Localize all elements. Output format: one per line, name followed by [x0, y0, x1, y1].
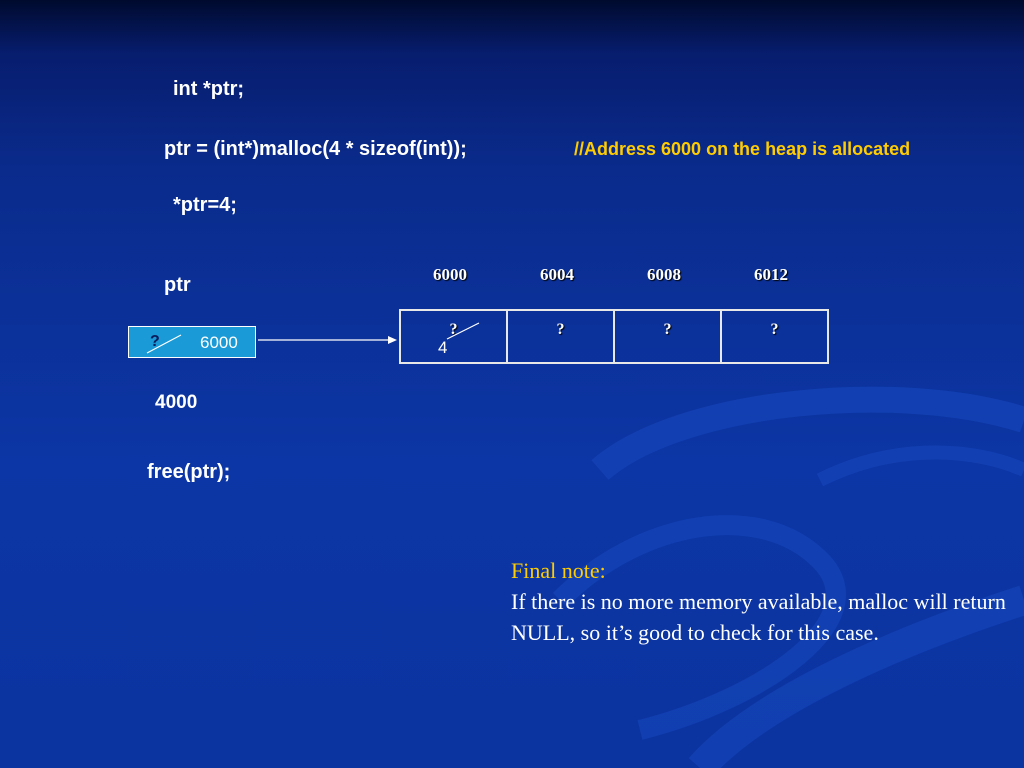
final-note-title: Final note: [511, 558, 606, 583]
arrow-icon [258, 336, 397, 344]
final-note: Final note: If there is no more memory a… [511, 555, 1011, 648]
heap-cell: ? [615, 311, 722, 362]
code-line-malloc: ptr = (int*)malloc(4 * sizeof(int)); [164, 138, 467, 160]
heap-cell-value: ? [770, 321, 779, 338]
pointer-old-value: ? [150, 333, 160, 350]
heap-cell-value: ? [449, 321, 458, 338]
code-line-declare: int *ptr; [173, 78, 245, 100]
heap-address-3: 6012 [754, 265, 788, 284]
final-note-text: If there is no more memory available, ma… [511, 589, 1006, 645]
code-line-free: free(ptr); [147, 461, 231, 483]
heap-address-2: 6008 [647, 265, 681, 284]
strike-icon [146, 334, 182, 354]
heap-cell: ? [722, 311, 827, 362]
pointer-address: 4000 [155, 392, 198, 413]
heap-address-1: 6004 [540, 265, 574, 284]
heap-address-0: 6000 [433, 265, 467, 284]
strike-icon [446, 322, 480, 340]
pointer-label: ptr [164, 274, 191, 296]
heap-cell-value: ? [556, 321, 565, 338]
heap-cell: ? [508, 311, 615, 362]
code-line-assign: *ptr=4; [173, 194, 237, 216]
pointer-box: ? 6000 [128, 326, 256, 358]
code-comment: //Address 6000 on the heap is allocated [574, 139, 911, 159]
heap-cell: ? 4 [401, 311, 508, 362]
heap-cell-value: ? [663, 321, 672, 338]
heap-memory-block: ? 4 ? ? ? [399, 309, 829, 364]
pointer-value: 6000 [200, 333, 238, 352]
heap-cell-new-value: 4 [438, 338, 448, 357]
